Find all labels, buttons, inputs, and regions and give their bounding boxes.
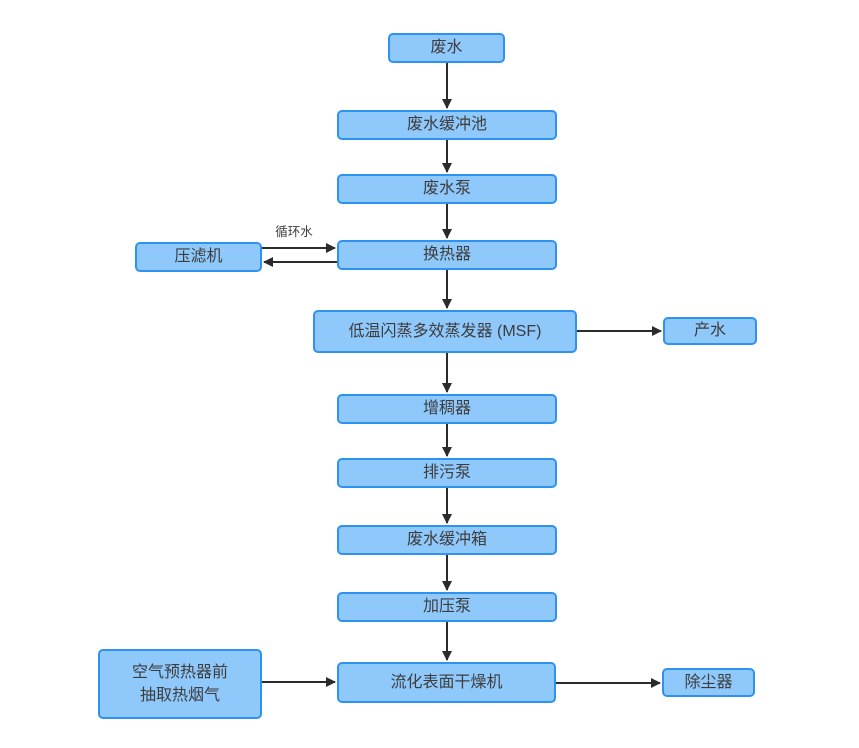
flue-gas-line-1: 空气预热器前 [131,663,228,681]
node-product-water: 产水 [663,317,757,345]
node-fluidized-surface-dryer: 流化表面干燥机 [337,662,556,703]
node-booster-pump: 加压泵 [337,592,557,622]
node-flue-gas-extraction: 空气预热器前 抽取热烟气 [98,649,262,719]
node-heat-exchanger: 换热器 [337,240,557,270]
node-dust-collector: 除尘器 [662,668,755,697]
node-wastewater: 废水 [388,33,505,63]
node-msf-evaporator: 低温闪蒸多效蒸发器 (MSF) [313,310,577,353]
flue-gas-line-2: 抽取热烟气 [139,687,220,704]
node-drain-pump: 排污泵 [337,458,557,488]
node-filter-press: 压滤机 [135,242,262,272]
node-thickener: 增稠器 [337,394,557,424]
node-wastewater-buffer-tank: 废水缓冲箱 [337,525,557,555]
node-wastewater-buffer-pool: 废水缓冲池 [337,110,557,140]
node-wastewater-pump: 废水泵 [337,174,557,204]
edge-label-circulating-water: 循环水 [275,225,313,239]
